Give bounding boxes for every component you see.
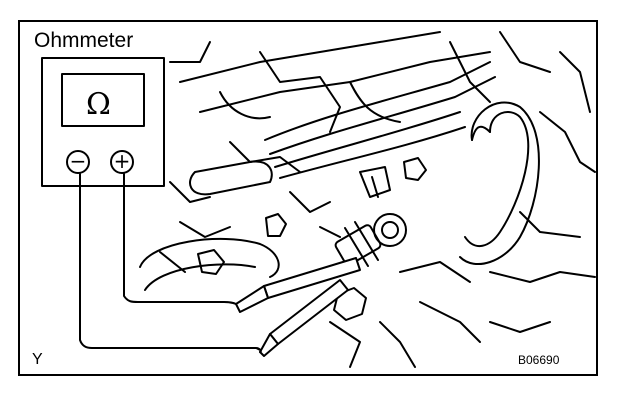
negative-terminal-icon: − <box>66 150 90 174</box>
positive-terminal-icon: + <box>110 150 134 174</box>
ohm-symbol: Ω <box>86 87 111 122</box>
lead-wires <box>79 173 262 353</box>
figure-code: B06690 <box>518 353 560 367</box>
bolt-parts <box>197 157 427 321</box>
hose-icon <box>459 101 540 266</box>
engine-illustration <box>41 31 596 368</box>
ohmmeter-icon <box>41 57 165 187</box>
corner-mark: Y <box>32 351 43 368</box>
connector-icon <box>334 166 407 267</box>
tube-lines <box>264 61 496 179</box>
diagram-frame: Ohmmeter Ω − + Y B06690 <box>18 20 598 376</box>
left-hose <box>139 160 280 291</box>
probe-icon <box>235 257 361 357</box>
engine-parts <box>159 31 596 368</box>
meter-title: Ohmmeter <box>32 29 136 52</box>
